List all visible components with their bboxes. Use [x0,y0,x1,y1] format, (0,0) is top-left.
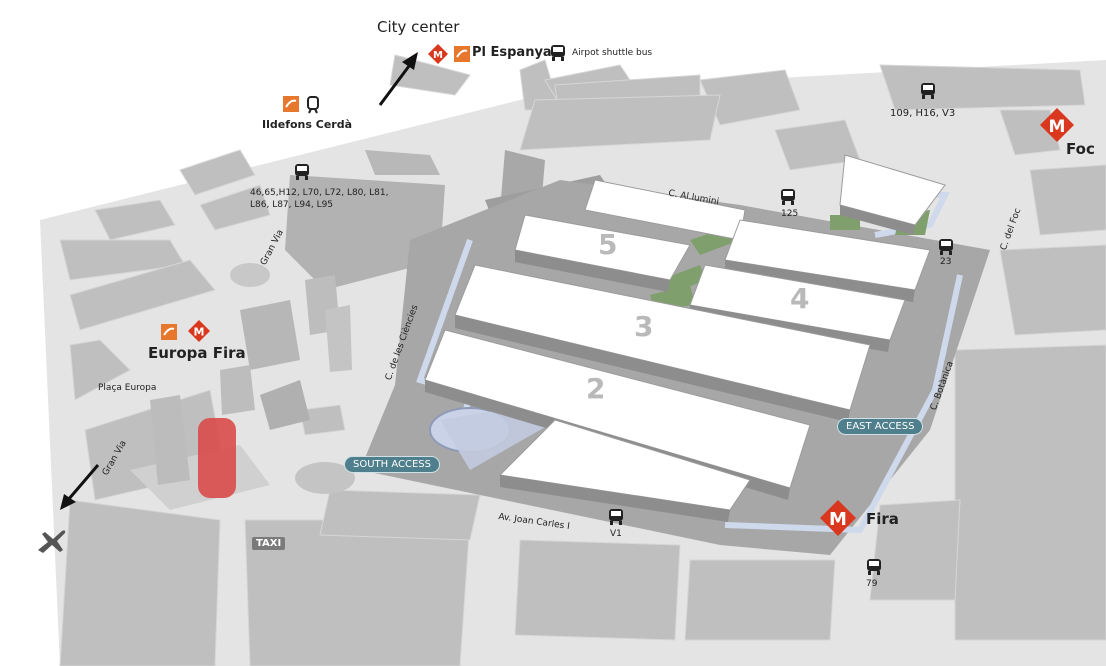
bus-23-label: 23 [940,257,952,267]
bus-icon [551,45,565,61]
block-granvia [285,175,445,290]
foc-label: Foc [1066,140,1095,158]
placa-europa-label: Plaça Europa [98,383,157,393]
metro-icon: M [1040,108,1074,142]
svg-text:M: M [194,325,205,338]
taxi-sign: TAXI [252,537,286,550]
bus-top-label: 109, H16, V3 [890,108,956,119]
svg-text:M: M [433,50,443,61]
bus-125-label: 125 [781,209,799,219]
train-icon [161,324,177,340]
arrow-icon [60,52,418,510]
towers [130,275,352,510]
svg-text:M: M [829,509,847,530]
airplane-icon [38,530,66,553]
bus-icon [295,164,309,180]
bus-v1-label: V1 [610,529,622,539]
europa-fira-label: Europa Fira [148,344,246,362]
svg-text:M: M [1049,117,1066,137]
pl-espanya-label: Pl Espanya [472,45,552,60]
south-access-badge: SOUTH ACCESS [344,456,440,473]
city-blocks [59,54,1106,666]
hall-5-label: 5 [598,228,618,261]
bus-icon [867,559,881,575]
bus-lines-granvia: 46,65,H12, L70, L72, L80, L81, L86, L87,… [250,188,389,210]
train-icon [307,96,319,114]
bus-icon [781,189,795,205]
train-icon [454,46,470,62]
hall-3-label: 3 [634,310,654,343]
metro-icon: M [188,320,210,342]
east-access-badge: EAST ACCESS [837,418,924,435]
hall-2-label: 2 [586,372,606,405]
train-icon [283,96,299,112]
metro-icon: M [820,500,856,536]
metro-icon: M [428,44,448,64]
ildefons-label: Ildefons Cerdà [262,118,353,131]
red-tower [198,418,236,498]
bus-79-label: 79 [866,579,878,589]
fira-label: Fira [866,510,899,528]
bus-icon [939,239,953,255]
airport-shuttle-label: Airpot shuttle bus [572,48,653,58]
bus-icon [921,83,935,99]
hall-4-label: 4 [790,282,810,315]
bus-icon [609,509,623,525]
halls [424,154,946,522]
city-center-label: City center [377,18,460,36]
